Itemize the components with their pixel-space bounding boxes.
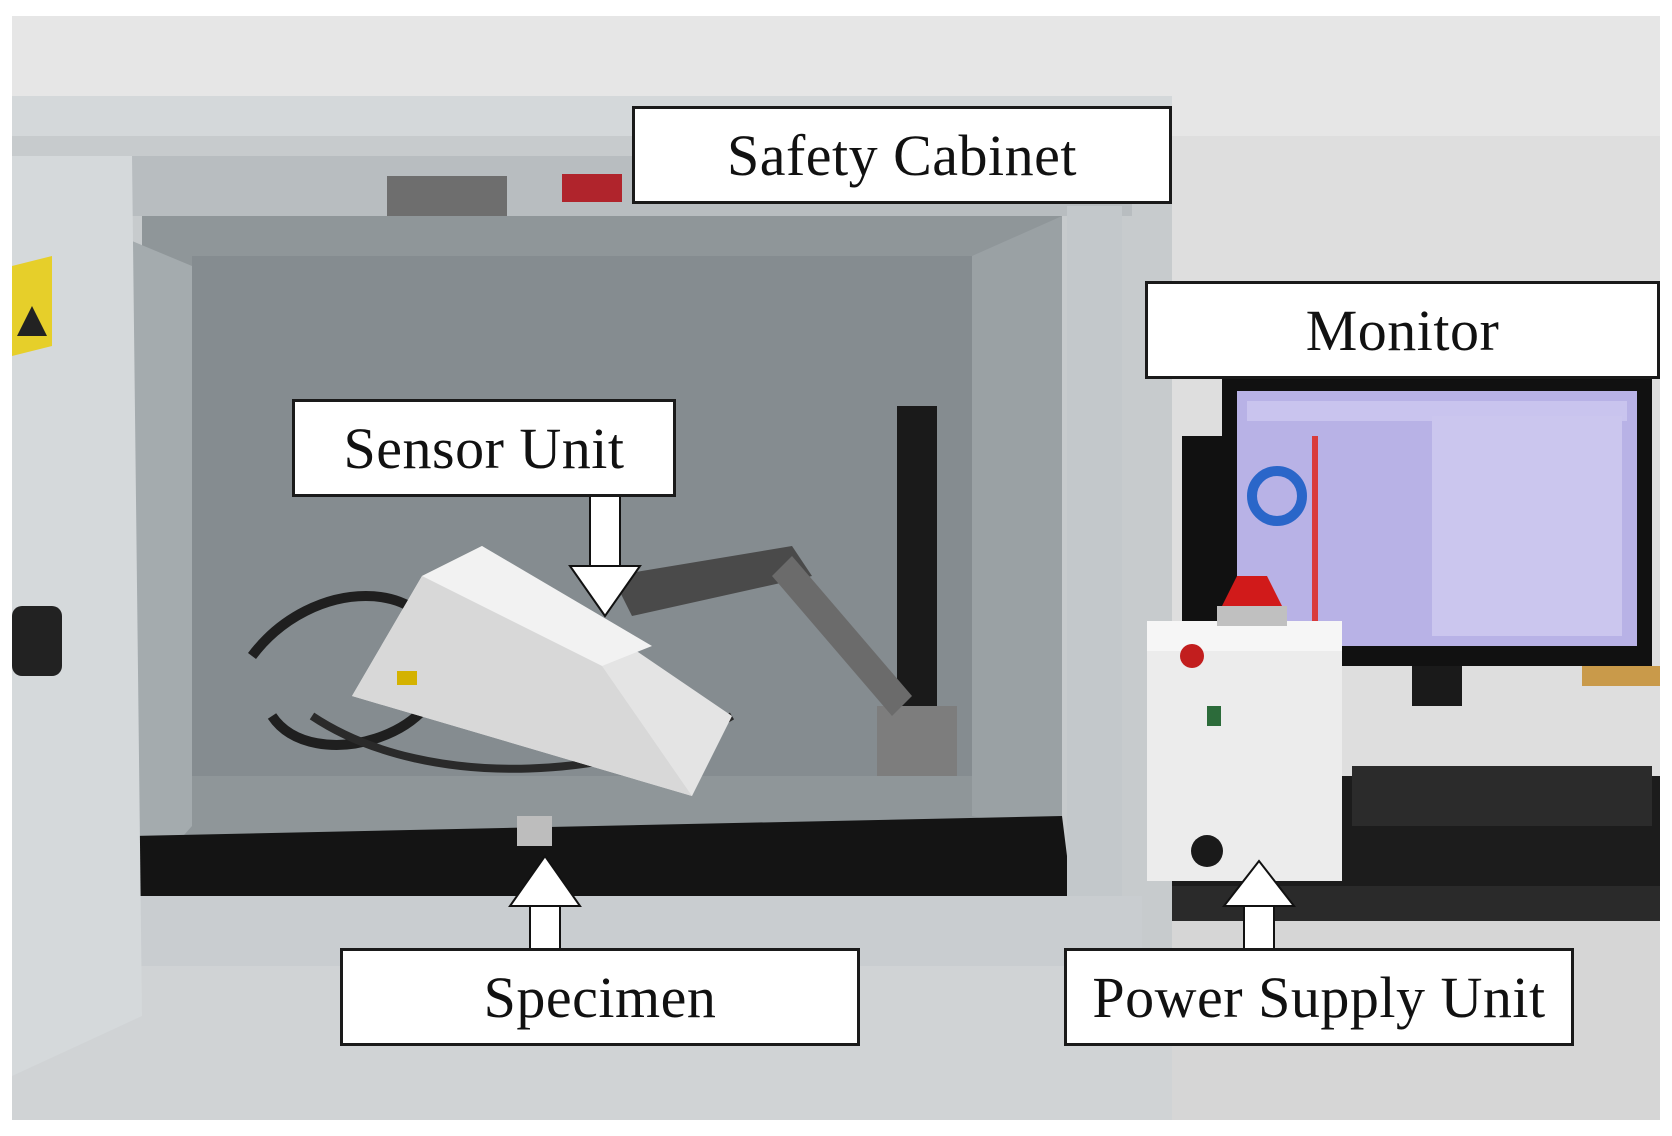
paper-on-desk xyxy=(1582,666,1660,686)
label-safety-cabinet: Safety Cabinet xyxy=(632,106,1172,204)
keyboard xyxy=(1352,766,1652,826)
sensor-side xyxy=(352,576,692,796)
desk-edge xyxy=(1132,886,1660,926)
label-sensor-unit: Sensor Unit xyxy=(292,399,676,497)
cabinet-interior-right xyxy=(972,216,1062,836)
screen-bar xyxy=(1312,436,1318,636)
switch-panel xyxy=(387,176,507,216)
cabinet-floor xyxy=(122,816,1072,916)
psu-box xyxy=(1147,631,1342,881)
switch-red xyxy=(562,174,622,202)
sensor-top xyxy=(422,546,652,666)
beacon-red xyxy=(1222,576,1282,606)
specimen-object xyxy=(517,816,552,846)
column-base xyxy=(877,706,957,776)
sensor-arm xyxy=(612,546,812,616)
lab-photo: Safety Cabinet Monitor Sensor Unit Speci… xyxy=(12,16,1660,1120)
beacon-base xyxy=(1217,606,1287,626)
label-monitor: Monitor xyxy=(1145,281,1660,379)
psu-switch xyxy=(1207,706,1221,726)
monitor-stand xyxy=(1412,666,1462,706)
arrow-sensor-unit xyxy=(568,495,642,618)
column-post xyxy=(897,406,937,726)
sensor-arm-2 xyxy=(772,556,912,716)
warning-triangle xyxy=(17,306,47,336)
cabinet-door xyxy=(12,156,142,1076)
psu-knob xyxy=(1191,835,1223,867)
label-power-supply-unit: Power Supply Unit xyxy=(1064,948,1574,1046)
screen-ring xyxy=(1247,466,1307,526)
sensor-badge xyxy=(397,671,417,685)
label-specimen: Specimen xyxy=(340,948,860,1046)
screen-table xyxy=(1432,416,1622,636)
cabinet-right-post xyxy=(1067,206,1122,926)
door-handle xyxy=(12,606,62,676)
psu-stop-button xyxy=(1180,644,1204,668)
